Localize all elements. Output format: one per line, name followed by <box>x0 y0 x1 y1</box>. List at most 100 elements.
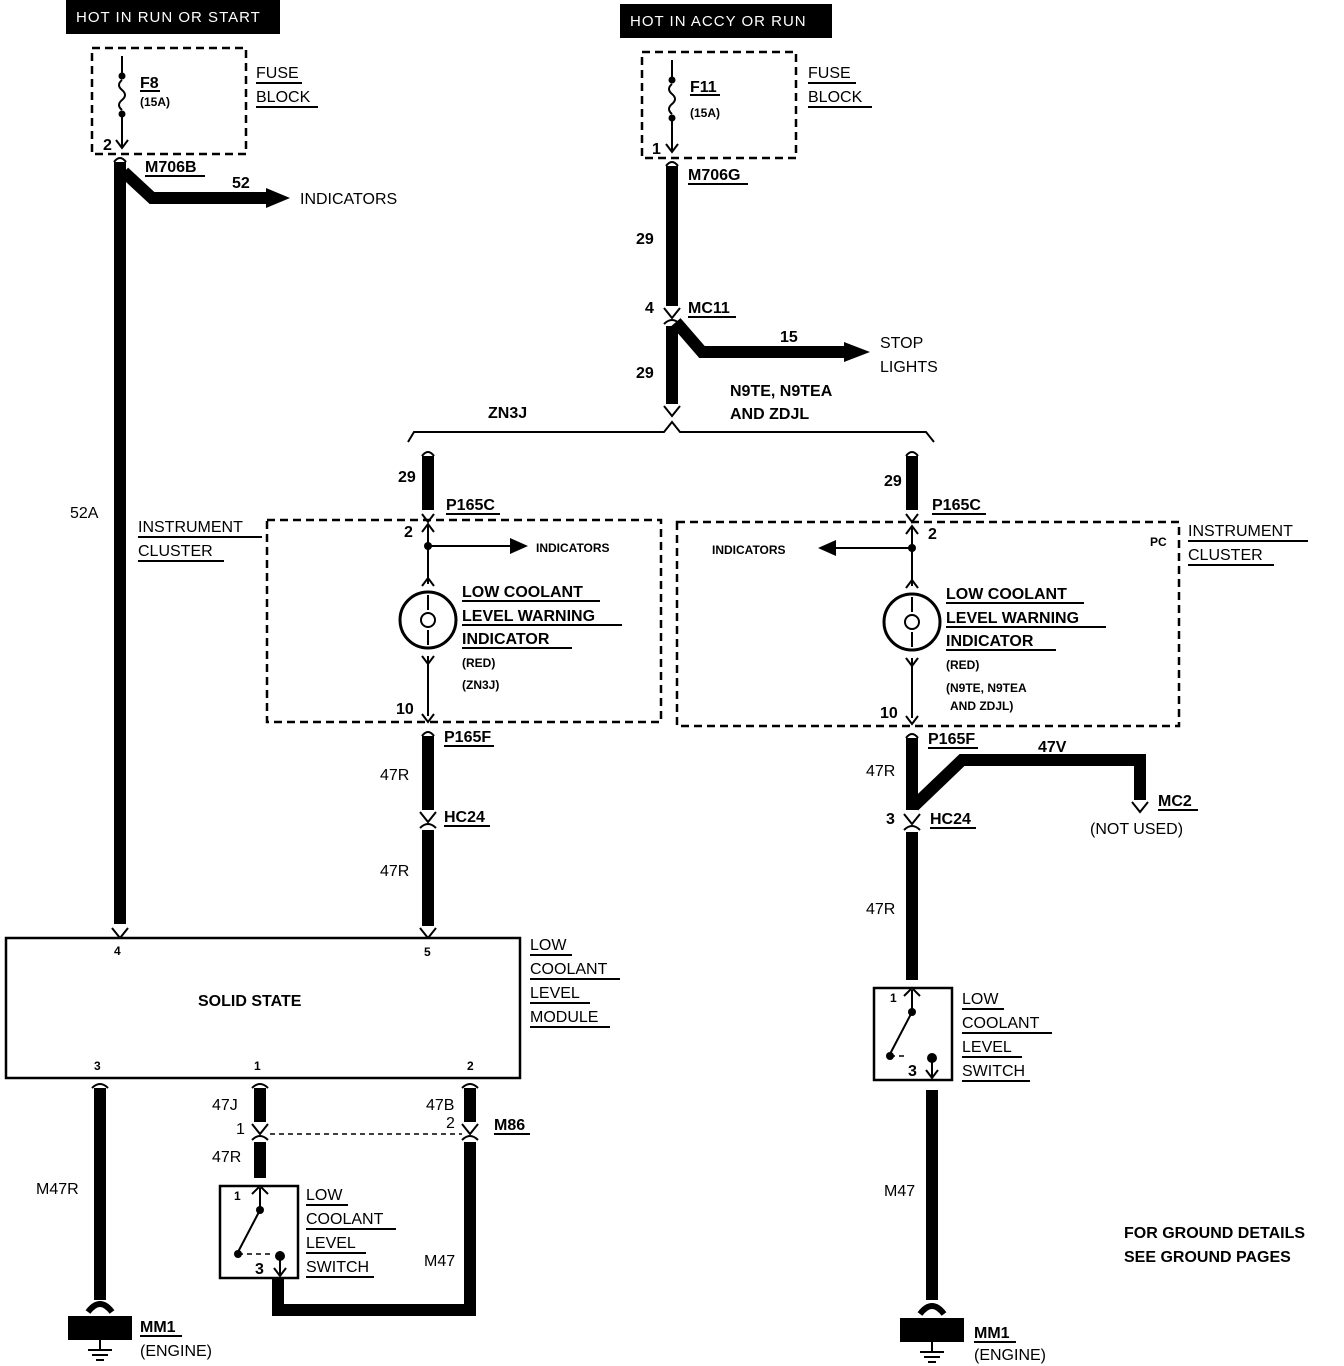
ind-left-color: (RED) <box>462 656 495 670</box>
ind-right-l3: INDICATOR <box>946 633 1034 650</box>
cluster-left-pin-out: 10 <box>396 701 414 718</box>
switch-right-l3: LEVEL <box>962 1039 1012 1056</box>
header-right: HOT IN ACCY OR RUN <box>630 13 807 30</box>
circuit-29-zn3j: 29 <box>398 469 416 486</box>
fuse-block-right-l2: BLOCK <box>808 89 863 106</box>
fuse-block-left-l2: BLOCK <box>256 89 311 106</box>
circuit-47r-switch: 47R <box>212 1149 241 1166</box>
ground-right-location: (ENGINE) <box>974 1347 1046 1364</box>
fuse-f8-rating: (15A) <box>140 95 170 109</box>
instrument-cluster-left <box>265 518 663 724</box>
conn-mc11: MC11 <box>688 300 730 317</box>
dest-indicators-top: INDICATORS <box>300 191 397 208</box>
cluster-right-title-l1: INSTRUMENT <box>1188 523 1293 540</box>
cluster-right-pin-out: 10 <box>880 705 898 722</box>
circuit-29-a: 29 <box>636 231 654 248</box>
arrow-indicators-left <box>266 188 290 208</box>
fuse-block-right-l1: FUSE <box>808 65 851 82</box>
circuit-m47-right: M47 <box>884 1183 915 1200</box>
module-name-l1: LOW <box>530 937 567 954</box>
ind-right-variant-l1: (N9TE, N9TEA <box>946 681 1027 695</box>
fuse-block-right <box>640 50 798 160</box>
circuit-52: 52 <box>232 175 250 192</box>
ind-left-l2: LEVEL WARNING <box>462 608 595 625</box>
circuit-47r-left-a: 47R <box>380 767 409 784</box>
conn-m86-pin1: 1 <box>236 1121 245 1138</box>
module-pin-1: 1 <box>254 1059 261 1073</box>
variant-brace <box>407 420 935 443</box>
wire-52 <box>119 167 272 204</box>
switch-left-l3: LEVEL <box>306 1235 356 1252</box>
conn-m86-pin2: 2 <box>446 1115 455 1132</box>
variant-zn3j: ZN3J <box>488 405 527 422</box>
fuse-block-left-l1: FUSE <box>256 65 299 82</box>
conn-m86: M86 <box>494 1117 525 1134</box>
ind-left-variant: (ZN3J) <box>462 678 499 692</box>
module-pin-4: 4 <box>114 944 121 958</box>
cluster-left-title-l1: INSTRUMENT <box>138 519 243 536</box>
bulb-icon-left <box>398 590 458 650</box>
ground-left-location: (ENGINE) <box>140 1343 212 1360</box>
conn-p165f-left: P165F <box>444 729 491 746</box>
conn-p165c-left: P165C <box>446 497 495 514</box>
instrument-cluster-right <box>675 520 1181 728</box>
ind-left-l3: INDICATOR <box>462 631 550 648</box>
ind-left-l1: LOW COOLANT <box>462 584 583 601</box>
low-coolant-level-module <box>4 936 522 1080</box>
circuit-15: 15 <box>780 329 798 346</box>
header-right-box <box>620 4 832 38</box>
conn-hc24-right: HC24 <box>930 811 971 828</box>
module-name-l4: MODULE <box>530 1009 598 1026</box>
fuse-f11-pin: 1 <box>652 141 661 158</box>
ind-right-l1: LOW COOLANT <box>946 586 1067 603</box>
conn-p165c-right: P165C <box>932 497 981 514</box>
circuit-29-b: 29 <box>636 365 654 382</box>
arrow-stop-lights <box>844 342 870 362</box>
circuit-29-n9te: 29 <box>884 473 902 490</box>
conn-m706g: M706G <box>688 167 740 184</box>
wire-47v <box>909 754 1146 811</box>
fuse-f11-symbol <box>665 60 679 154</box>
dest-stop-l2: LIGHTS <box>880 359 938 376</box>
module-pin-3: 3 <box>94 1059 101 1073</box>
conn-mc2-note: (NOT USED) <box>1090 821 1183 838</box>
variant-pc: PC <box>1150 535 1167 549</box>
conn-mc11-pin: 4 <box>645 300 654 317</box>
cluster-right-pin-in: 2 <box>928 526 937 543</box>
header-left-box <box>66 0 280 34</box>
circuit-47v: 47V <box>1038 739 1067 756</box>
wire-15 <box>671 318 848 358</box>
circuit-47b: 47B <box>426 1097 454 1114</box>
switch-left-pin3: 3 <box>255 1261 264 1278</box>
module-pin-2: 2 <box>467 1059 474 1073</box>
dest-indicators-left: INDICATORS <box>536 541 610 555</box>
ground-icon-right <box>900 1303 964 1363</box>
cluster-right-title-l2: CLUSTER <box>1188 547 1263 564</box>
switch-right-l1: LOW <box>962 991 999 1008</box>
variant-n9te-l2: AND ZDJL <box>730 406 809 423</box>
ground-icon-left <box>68 1301 132 1361</box>
switch-left-l4: SWITCH <box>306 1259 369 1276</box>
fuse-f8-symbol <box>115 56 129 150</box>
fuse-f8-name: F8 <box>140 75 159 92</box>
switch-left-l2: COOLANT <box>306 1211 384 1228</box>
switch-left-l1: LOW <box>306 1187 343 1204</box>
ground-right-name: MM1 <box>974 1325 1010 1342</box>
module-name-l3: LEVEL <box>530 985 580 1002</box>
circuit-47r-right-a: 47R <box>866 763 895 780</box>
dest-stop-l1: STOP <box>880 335 923 352</box>
ground-note-l1: FOR GROUND DETAILS <box>1124 1225 1305 1242</box>
bulb-icon-right <box>882 592 942 652</box>
ind-right-l2: LEVEL WARNING <box>946 610 1079 627</box>
conn-p165f-right: P165F <box>928 731 975 748</box>
circuit-m47r: M47R <box>36 1181 79 1198</box>
module-name-l2: COOLANT <box>530 961 608 978</box>
conn-hc24-pin-right: 3 <box>886 811 895 828</box>
switch-left-pin1: 1 <box>234 1189 241 1203</box>
header-left: HOT IN RUN OR START <box>76 9 261 26</box>
variant-n9te-l1: N9TE, N9TEA <box>730 383 833 400</box>
conn-m706b: M706B <box>145 159 197 176</box>
switch-right-l2: COOLANT <box>962 1015 1040 1032</box>
conn-mc2: MC2 <box>1158 793 1192 810</box>
cluster-left-title-l2: CLUSTER <box>138 543 213 560</box>
